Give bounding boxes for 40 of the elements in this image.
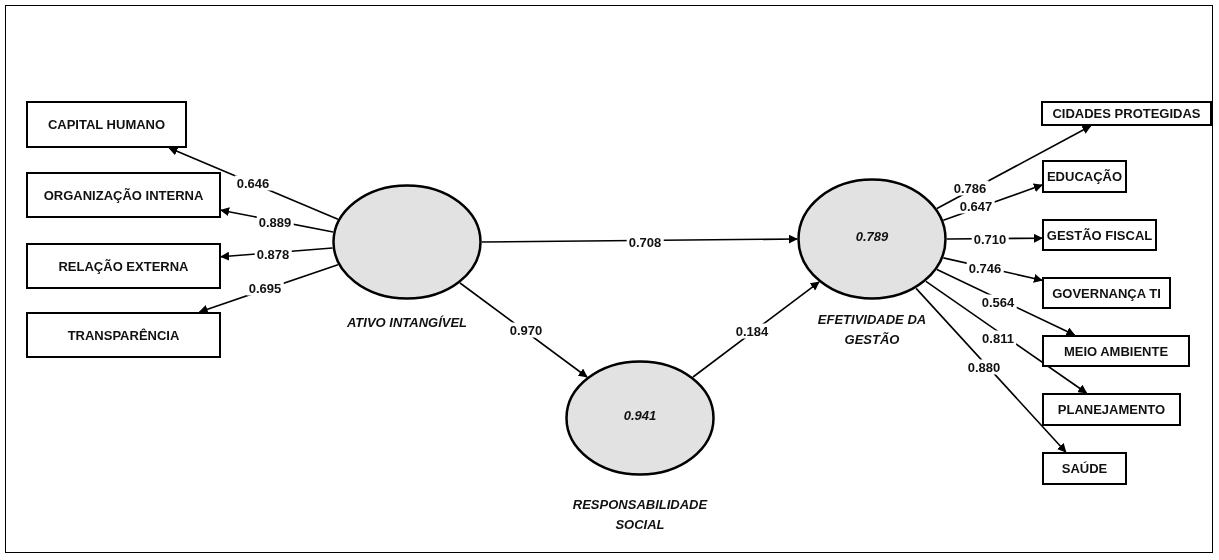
edge-label: 0.786 [951,180,989,196]
indicator-box [26,243,221,289]
construct-name: RESPONSABILIDADE SOCIAL [571,496,709,534]
indicator-label: TRANSPARÊNCIA [67,327,180,343]
indicator-label: ORGANIZAÇÃO INTERNA [43,187,204,203]
indicator-box [1042,393,1181,426]
indicator-box [1042,160,1127,193]
indicator-label: EDUCAÇÃO [1046,169,1123,184]
edge-label: 0.880 [965,359,1003,375]
indicator-box [1042,335,1190,367]
arrow [915,287,1067,453]
indicator-label: CIDADES PROTEGIDAS [1052,106,1201,121]
indicator-label: PLANEJAMENTO [1057,402,1166,417]
indicator-box [26,101,187,148]
r-squared-value: 0.941 [622,408,658,423]
indicator-label: SAÚDE [1061,461,1108,476]
indicator-box [1042,219,1157,251]
edge-label: 0.184 [733,323,771,339]
indicator-box [26,172,221,218]
indicator-box [1042,277,1171,309]
edge-label: 0.970 [507,322,545,338]
construct-name: EFETIVIDADE DA GESTÃO [816,311,928,349]
indicator-label: MEIO AMBIENTE [1063,343,1169,359]
arrow [481,234,798,244]
edge-label: 0.811 [980,330,1016,346]
indicator-label: GOVERNANÇA TI [1052,285,1161,301]
indicator-label: RELAÇÃO EXTERNA [58,258,189,274]
edge-label: 0.564 [979,294,1017,310]
edge-label: 0.647 [957,198,995,214]
indicator-box [1041,101,1212,126]
edge-label: 0.889 [256,214,294,230]
edge-label: 0.695 [246,280,284,296]
indicator-label: CAPITAL HUMANO [47,117,166,132]
indicator-label: GESTÃO FISCAL [1046,227,1153,243]
construct-name: ATIVO INTANGÍVEL [345,314,469,332]
indicator-box [1042,452,1127,485]
edge-label: 0.746 [966,260,1004,276]
edge-label: 0.646 [234,175,272,191]
r-squared-value: 0.789 [854,229,890,244]
indicator-box [26,312,221,358]
